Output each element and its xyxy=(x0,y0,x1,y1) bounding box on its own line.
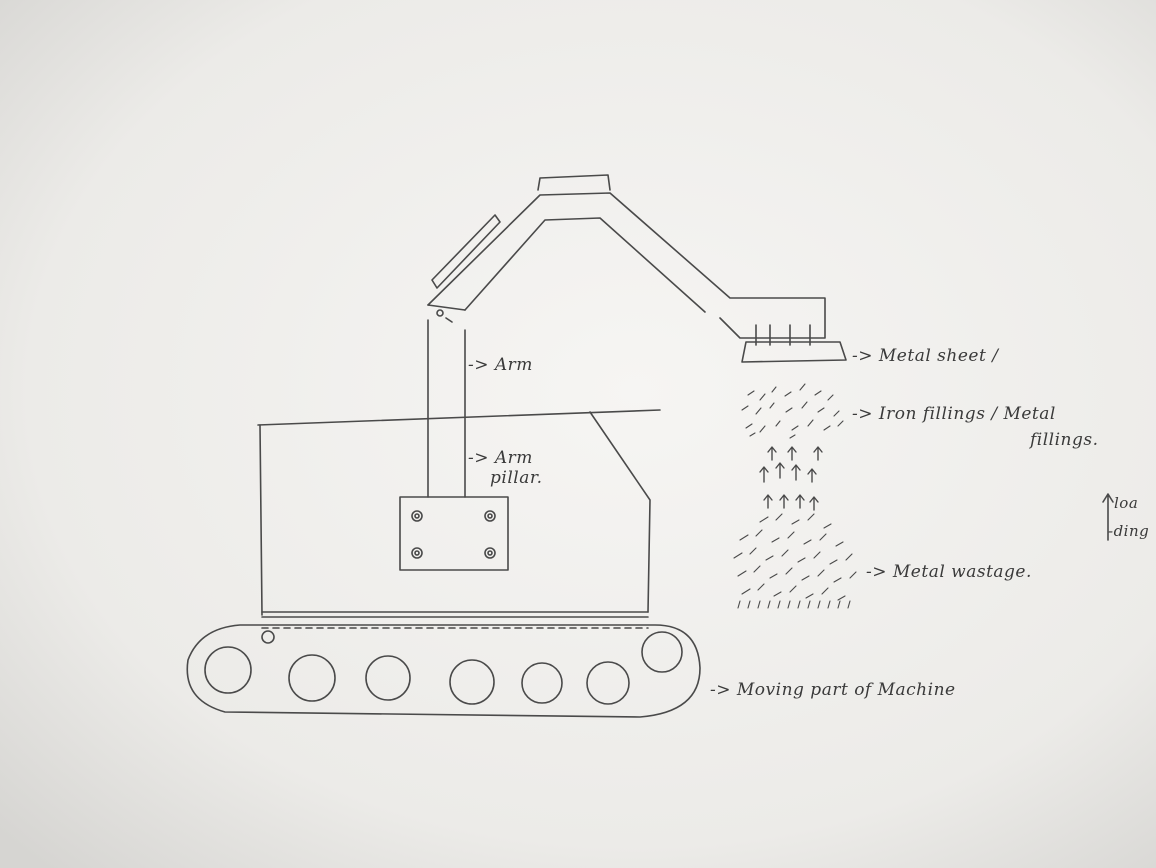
label-iron-fillings-line1: -> Iron fillings / Metal xyxy=(852,404,1056,424)
label-loading-line2: -ding xyxy=(1108,522,1149,540)
label-arm-pillar-line2: pillar. xyxy=(490,468,543,488)
label-metal-sheet: -> Metal sheet / xyxy=(852,346,998,366)
label-arm: -> Arm xyxy=(468,355,533,375)
label-arm-pillar-line1: -> Arm xyxy=(468,448,533,468)
label-moving-part: -> Moving part of Machine xyxy=(710,680,956,700)
label-loading-line1: loa xyxy=(1114,494,1138,512)
label-iron-fillings-line2: fillings. xyxy=(1030,430,1099,450)
label-metal-wastage: -> Metal wastage. xyxy=(866,562,1032,582)
